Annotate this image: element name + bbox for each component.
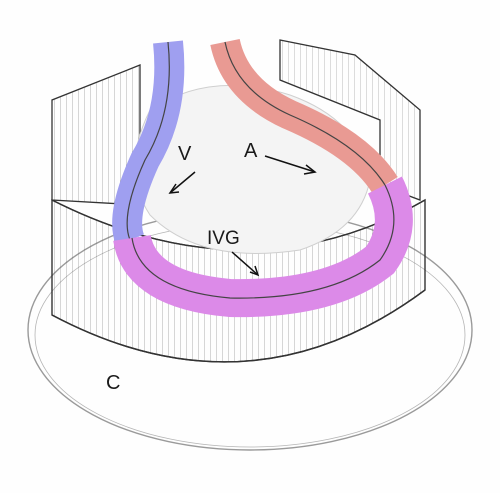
arrow-ivg bbox=[231, 251, 260, 277]
label-a: A bbox=[244, 140, 258, 162]
arrow-a bbox=[264, 155, 317, 175]
arrow-v bbox=[168, 171, 196, 194]
graft-tube bbox=[113, 176, 413, 318]
label-v: V bbox=[178, 143, 192, 165]
label-c: C bbox=[106, 372, 121, 394]
vein-tube bbox=[112, 40, 185, 246]
label-ivg: IVG bbox=[207, 228, 240, 249]
artery-tube bbox=[210, 38, 398, 194]
